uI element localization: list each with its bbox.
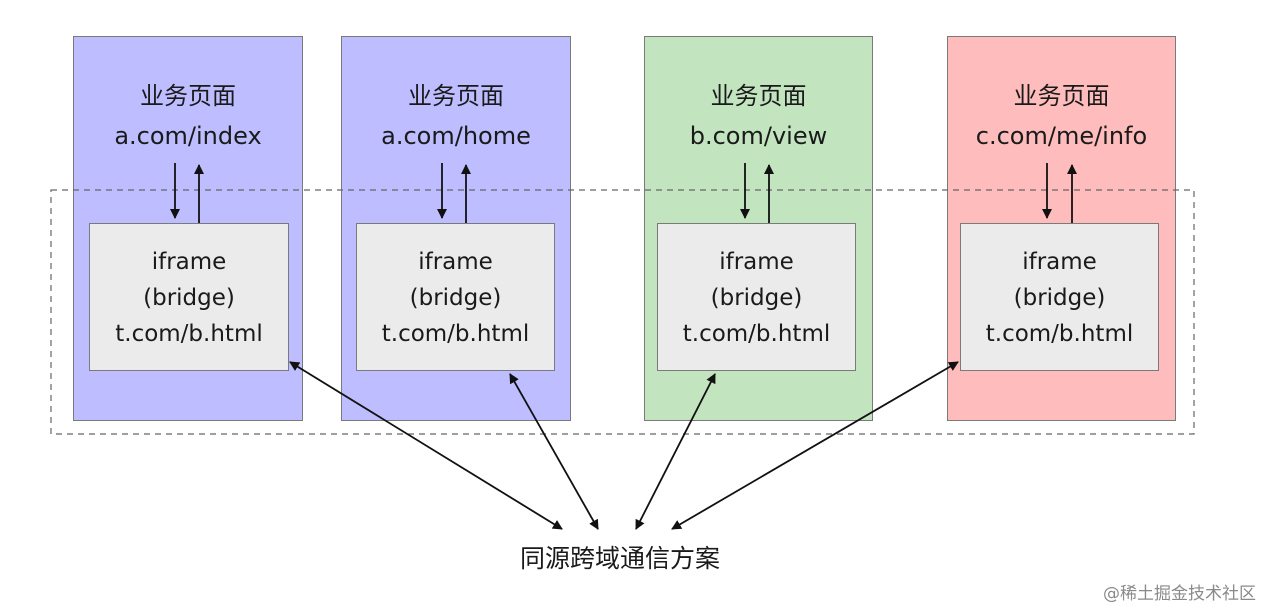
watermark: @稀土掘金技术社区: [1103, 584, 1256, 604]
iframe-label: iframe: [719, 249, 794, 275]
page-url: a.com/index: [114, 122, 262, 150]
iframe-bridge-box: iframe (bridge) t.com/b.html: [657, 223, 856, 371]
bridge-label: (bridge): [143, 285, 235, 311]
page-title: 业务页面: [710, 82, 807, 110]
same-origin-cross-domain-label: 同源跨域通信方案: [519, 544, 720, 573]
bridge-label: (bridge): [409, 285, 502, 311]
iframe-bridge-box: iframe (bridge) t.com/b.html: [960, 223, 1159, 371]
page-url: c.com/me/info: [975, 122, 1148, 150]
iframe-url: t.com/b.html: [682, 321, 831, 347]
bridge-label: (bridge): [1013, 285, 1106, 311]
page-url: b.com/view: [689, 122, 828, 150]
page-title: 业务页面: [140, 82, 236, 110]
iframe-url: t.com/b.html: [381, 321, 530, 347]
iframe-url: t.com/b.html: [985, 321, 1134, 347]
page-title: 业务页面: [408, 82, 504, 110]
iframe-url: t.com/b.html: [115, 321, 263, 347]
page-url: a.com/home: [381, 122, 531, 150]
iframe-bridge-box: iframe (bridge) t.com/b.html: [356, 223, 555, 371]
bidirectional-arrow: [635, 373, 716, 530]
iframe-label: iframe: [1022, 249, 1097, 275]
iframe-bridge-box: iframe (bridge) t.com/b.html: [89, 223, 289, 371]
page-title: 业务页面: [1013, 82, 1110, 110]
iframe-label: iframe: [151, 249, 227, 275]
bridge-label: (bridge): [710, 285, 803, 311]
bidirectional-arrow: [509, 373, 599, 530]
same-origin-dashed-region: [50, 189, 1195, 435]
bidirectional-arrow: [289, 361, 563, 530]
bidirectional-arrow: [671, 361, 959, 530]
iframe-label: iframe: [418, 249, 493, 275]
